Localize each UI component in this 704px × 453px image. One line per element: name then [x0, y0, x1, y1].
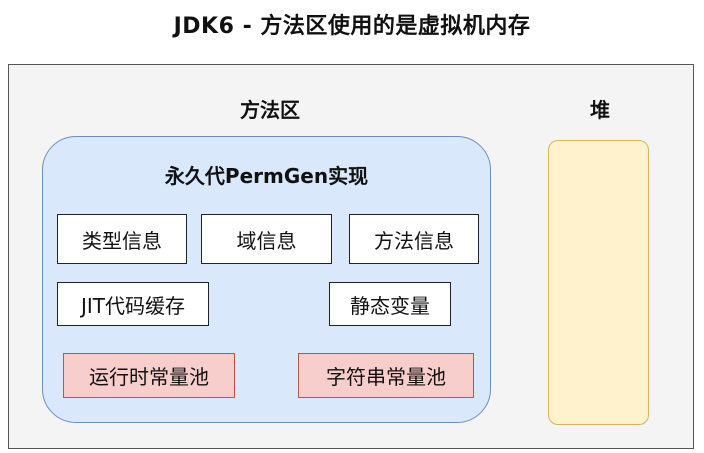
diagram-title: JDK6 - 方法区使用的是虚拟机内存	[173, 14, 531, 39]
jit-code-cache-box: JIT代码缓存	[57, 282, 209, 326]
static-variables-box: 静态变量	[329, 282, 451, 326]
runtime-constant-pool-box: 运行时常量池	[63, 353, 235, 398]
heap-label: 堆	[590, 98, 610, 122]
heap-box	[548, 140, 649, 425]
method-area-label: 方法区	[240, 98, 300, 122]
field-info-box: 域信息	[201, 214, 332, 264]
type-info-box: 类型信息	[57, 214, 187, 264]
method-info-box: 方法信息	[349, 214, 479, 264]
string-constant-pool-box: 字符串常量池	[298, 353, 474, 398]
permgen-label: 永久代PermGen实现	[164, 164, 369, 188]
